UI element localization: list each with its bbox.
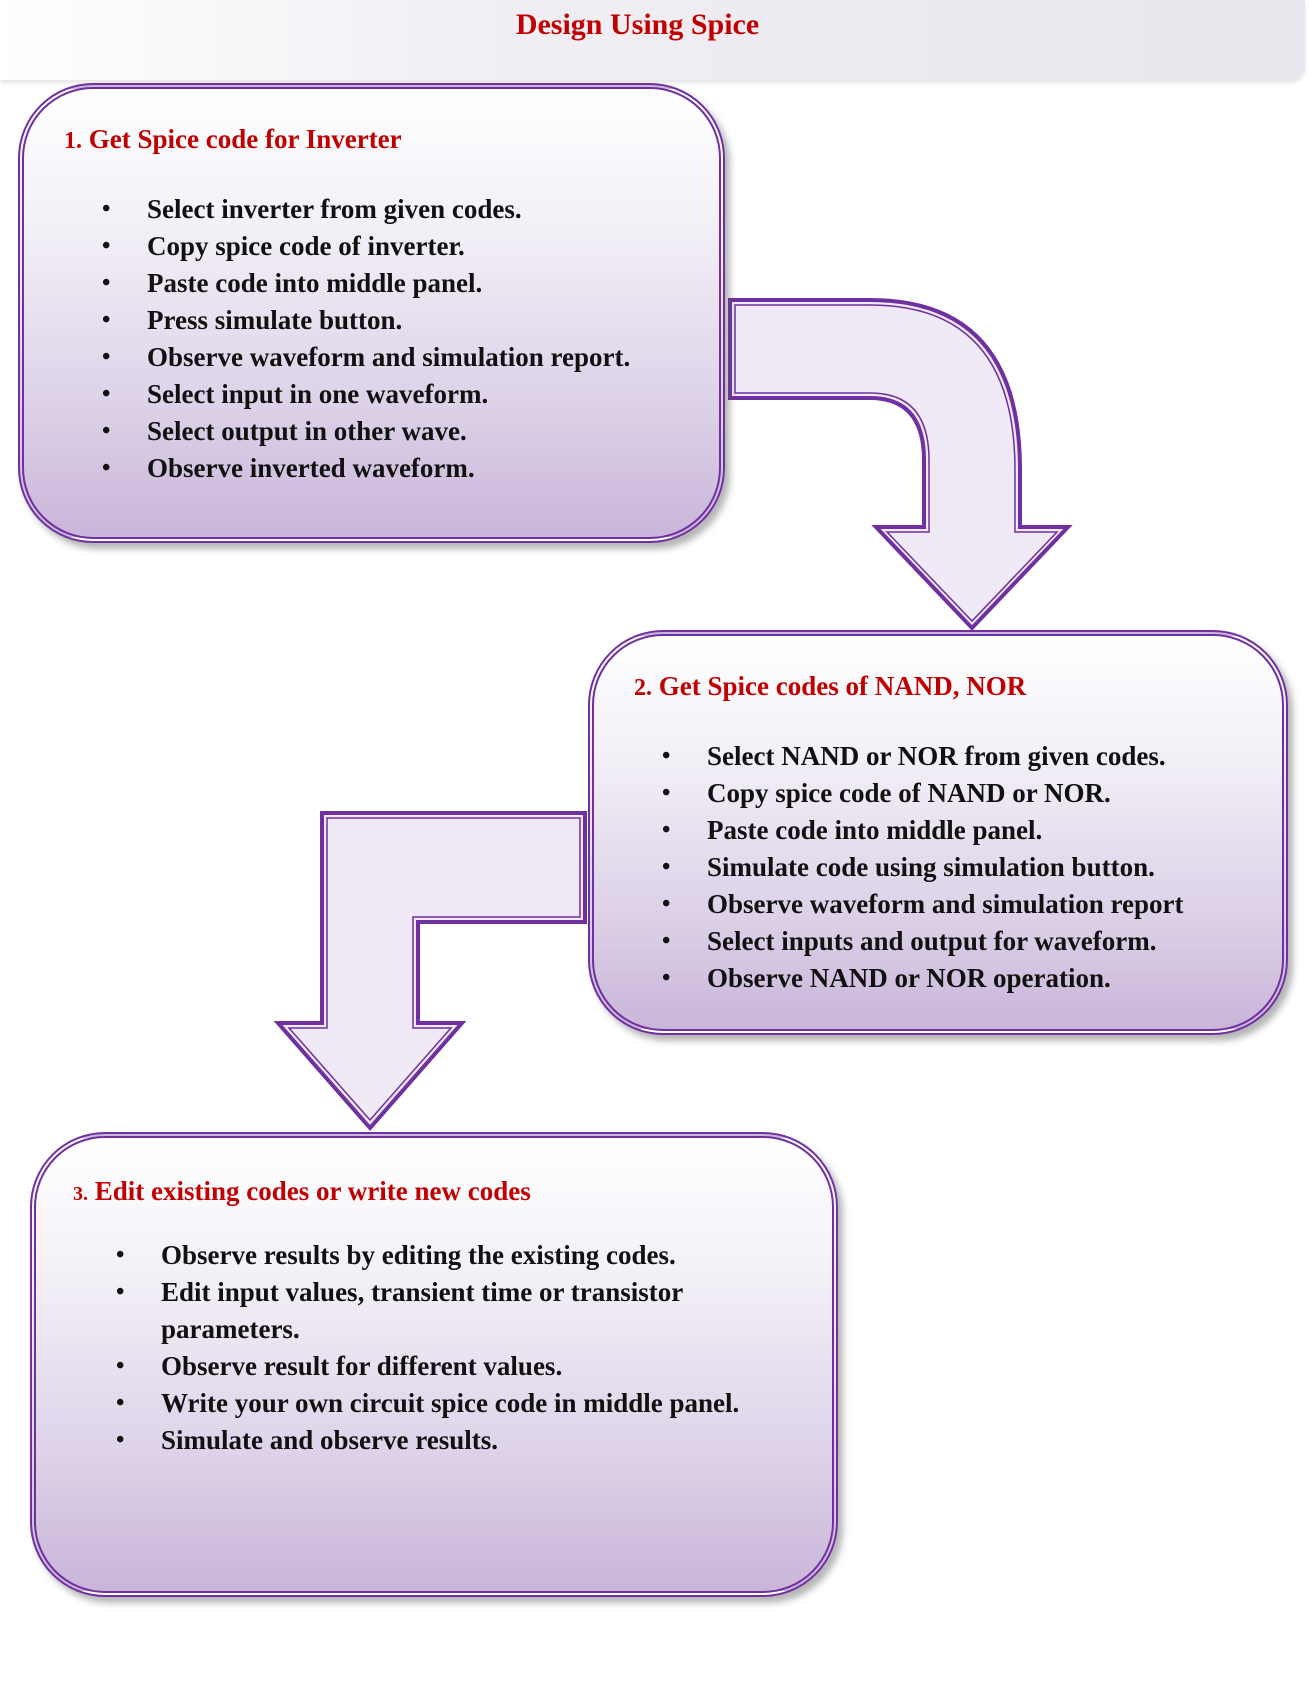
step-3-title: 3. Edit existing codes or write new code… bbox=[73, 1176, 531, 1207]
step-2-list: Select NAND or NOR from given codes. Cop… bbox=[662, 738, 1272, 997]
list-item: Select input in one waveform. bbox=[102, 376, 702, 413]
step-2-number: 2. bbox=[634, 675, 652, 701]
list-item: Edit input values, transient time or tra… bbox=[116, 1274, 776, 1348]
step-2-title-text: Get Spice codes of NAND, NOR bbox=[658, 671, 1027, 701]
list-item: Select inputs and output for waveform. bbox=[662, 923, 1272, 960]
list-item: Simulate code using simulation button. bbox=[662, 849, 1272, 886]
list-item: Observe results by editing the existing … bbox=[116, 1237, 776, 1274]
flow-arrow-2 bbox=[273, 811, 587, 1132]
list-item: Observe result for different values. bbox=[116, 1348, 776, 1385]
list-item: Press simulate button. bbox=[102, 302, 702, 339]
step-2-title: 2. Get Spice codes of NAND, NOR bbox=[634, 671, 1026, 702]
list-item: Observe inverted waveform. bbox=[102, 450, 702, 487]
list-item: Select inverter from given codes. bbox=[102, 191, 702, 228]
step-1-list: Select inverter from given codes. Copy s… bbox=[102, 191, 702, 487]
list-item: Paste code into middle panel. bbox=[662, 812, 1272, 849]
list-item: Observe waveform and simulation report bbox=[662, 886, 1272, 923]
step-3-list: Observe results by editing the existing … bbox=[116, 1237, 776, 1459]
step-2-box: 2. Get Spice codes of NAND, NOR Select N… bbox=[588, 630, 1288, 1035]
list-item: Select NAND or NOR from given codes. bbox=[662, 738, 1272, 775]
list-item: Observe waveform and simulation report. bbox=[102, 339, 702, 376]
list-item: Observe NAND or NOR operation. bbox=[662, 960, 1272, 997]
flow-arrow-1 bbox=[728, 298, 1073, 631]
step-3-number: 3. bbox=[73, 1183, 88, 1205]
list-item: Paste code into middle panel. bbox=[102, 265, 702, 302]
step-1-title: 1. Get Spice code for Inverter bbox=[64, 124, 402, 155]
step-1-box: 1. Get Spice code for Inverter Select in… bbox=[18, 83, 725, 543]
list-item: Write your own circuit spice code in mid… bbox=[116, 1385, 776, 1422]
page-title: Design Using Spice bbox=[515, 8, 760, 41]
list-item: Select output in other wave. bbox=[102, 413, 702, 450]
title-bar: Design Using Spice bbox=[0, 0, 1305, 80]
step-3-box: 3. Edit existing codes or write new code… bbox=[30, 1132, 838, 1597]
step-1-number: 1. bbox=[64, 128, 82, 154]
list-item: Copy spice code of inverter. bbox=[102, 228, 702, 265]
list-item: Simulate and observe results. bbox=[116, 1422, 776, 1459]
step-3-title-text: Edit existing codes or write new codes bbox=[94, 1176, 531, 1206]
step-1-title-text: Get Spice code for Inverter bbox=[88, 124, 402, 154]
list-item: Copy spice code of NAND or NOR. bbox=[662, 775, 1272, 812]
